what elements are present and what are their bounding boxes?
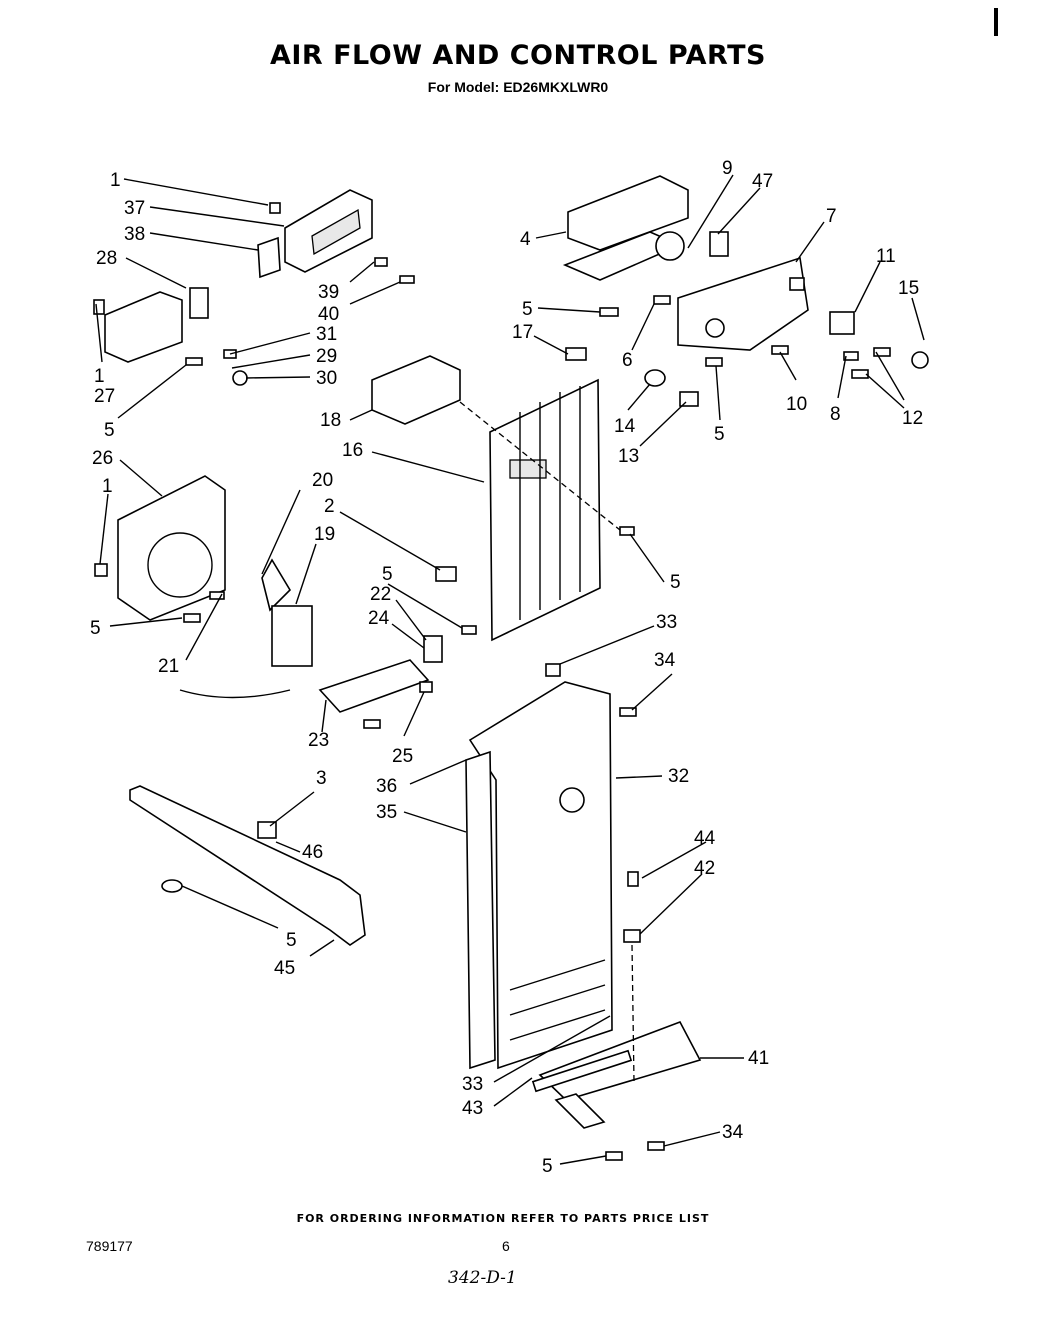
callout-35: 35 <box>376 802 397 823</box>
callout-14: 14 <box>614 416 636 437</box>
callout-15: 15 <box>898 278 919 299</box>
control-housing-part <box>257 189 415 284</box>
callout-28: 28 <box>96 248 117 269</box>
callout-1b: 1 <box>94 366 105 387</box>
callout-22: 22 <box>370 584 391 605</box>
callout-5d: 5 <box>670 572 681 593</box>
callout-37: 37 <box>124 198 145 219</box>
callout-26: 26 <box>92 448 113 469</box>
callout-44: 44 <box>694 828 716 849</box>
air-diffuser-part <box>129 785 366 946</box>
callout-19: 19 <box>314 524 335 545</box>
callout-27: 27 <box>94 386 115 407</box>
callout-17: 17 <box>512 322 533 343</box>
callout-2: 2 <box>324 496 335 517</box>
callout-31: 31 <box>316 324 337 345</box>
callout-numbers: 1 37 38 28 39 40 31 29 30 1 27 5 9 47 7 … <box>90 158 923 1177</box>
callout-1a: 1 <box>110 170 121 191</box>
callout-5b: 5 <box>522 299 533 320</box>
callout-13: 13 <box>618 446 639 467</box>
callout-5e: 5 <box>90 618 101 639</box>
callout-9: 9 <box>722 158 733 179</box>
callout-32: 32 <box>668 766 689 787</box>
callout-38: 38 <box>124 224 145 245</box>
callout-33a: 33 <box>656 612 677 633</box>
air-duct-upper-part <box>562 175 729 281</box>
callout-5g: 5 <box>286 930 297 951</box>
callout-3: 3 <box>316 768 327 789</box>
callout-1c: 1 <box>102 476 113 497</box>
document-number: 789177 <box>86 1238 133 1254</box>
callout-8: 8 <box>830 404 841 425</box>
callout-47: 47 <box>752 171 773 192</box>
callout-4: 4 <box>520 229 531 250</box>
handwritten-note: 342-D-1 <box>448 1268 517 1288</box>
rear-duct-panel-part <box>489 378 635 642</box>
callout-24: 24 <box>368 608 390 629</box>
callout-23: 23 <box>308 730 329 751</box>
control-bracket-part <box>599 256 929 407</box>
callout-43: 43 <box>462 1098 483 1119</box>
damper-motor-part <box>93 287 248 386</box>
callout-7: 7 <box>826 206 837 227</box>
page-title: AIR FLOW AND CONTROL PARTS <box>269 40 767 71</box>
callout-5f: 5 <box>382 564 393 585</box>
callout-42: 42 <box>694 858 715 879</box>
callout-6: 6 <box>622 350 633 371</box>
callout-5c: 5 <box>714 424 725 445</box>
callout-25: 25 <box>392 746 413 767</box>
leader-lines <box>95 174 925 1165</box>
callout-10: 10 <box>786 394 807 415</box>
callout-29: 29 <box>316 346 337 367</box>
callout-34b: 34 <box>722 1122 744 1143</box>
callout-39: 39 <box>318 282 339 303</box>
callout-34a: 34 <box>654 650 676 671</box>
heater-box-part <box>371 347 587 425</box>
callout-30: 30 <box>316 368 337 389</box>
drain-trough-part <box>531 871 702 1161</box>
model-subtitle: For Model: ED26MKXLWR0 <box>427 79 609 95</box>
callout-5h: 5 <box>542 1156 553 1177</box>
callout-16: 16 <box>342 440 363 461</box>
page-number: 6 <box>502 1238 510 1254</box>
ordering-info-note: FOR ORDERING INFORMATION REFER TO PARTS … <box>296 1212 710 1225</box>
callout-20: 20 <box>312 470 333 491</box>
callout-21: 21 <box>158 656 179 677</box>
front-duct-cover-part <box>465 663 637 1070</box>
callout-40: 40 <box>318 304 339 325</box>
fan-bracket-part <box>318 566 477 729</box>
callout-18: 18 <box>320 410 341 431</box>
evaporator-fan-assembly-part <box>94 475 313 699</box>
callout-41: 41 <box>748 1048 769 1069</box>
callout-36: 36 <box>376 776 397 797</box>
callout-33b: 33 <box>462 1074 483 1095</box>
callout-46: 46 <box>302 842 323 863</box>
callout-45: 45 <box>274 958 295 979</box>
corner-registration-mark <box>994 8 998 36</box>
callout-12: 12 <box>902 408 923 429</box>
callout-5a: 5 <box>104 420 115 441</box>
callout-11: 11 <box>876 246 896 267</box>
